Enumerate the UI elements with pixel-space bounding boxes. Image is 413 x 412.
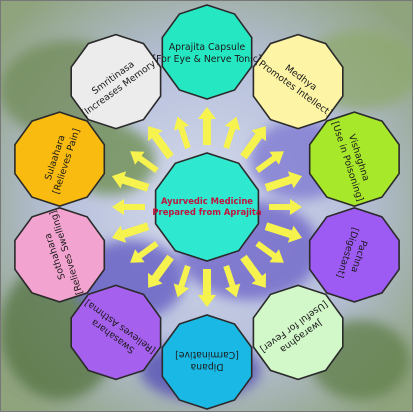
node-decagon-3 [308, 207, 400, 303]
node-decagon-5 [161, 314, 253, 410]
arrow-minor-9 [173, 116, 191, 149]
node-0: Aprajita Capsule[For Eye & Nerve Tonic] [152, 4, 262, 100]
center-node: Ayurvedic Medicine Prepared from Aprajit… [152, 152, 262, 262]
node-decagon-7 [14, 207, 106, 303]
nodes-group: Aprajita Capsule[For Eye & Nerve Tonic]M… [14, 4, 400, 410]
center-subtitle: Prepared from Aprajita [152, 207, 261, 217]
arrow-1 [240, 126, 266, 160]
node-1: Medhya[Promotes Intellect] [252, 33, 344, 130]
node-9: Smritinasa[Increases Memory] [70, 33, 162, 130]
node-title-5: Dipana [191, 361, 224, 372]
arrow-7 [111, 222, 150, 243]
node-2: Vishaghna[Use in Poisoning] [308, 111, 400, 207]
node-decagon-4 [252, 284, 344, 381]
node-subtitle-5: [Carminative] [175, 349, 239, 360]
arrow-9 [148, 126, 174, 160]
arrow-0 [198, 107, 216, 145]
node-title-0: Aprajita Capsule [169, 42, 246, 53]
node-subtitle-0: [For Eye & Nerve Tonic] [152, 54, 261, 65]
node-decagon-8 [14, 111, 106, 207]
arrow-3 [264, 222, 303, 243]
arrow-minor-1 [255, 151, 284, 173]
node-decagon-2 [308, 111, 400, 207]
node-decagon-6 [70, 284, 162, 381]
node-3: Pachna[Digestant] [308, 207, 400, 303]
arrow-minor-6 [130, 241, 159, 263]
arrows-group [111, 107, 303, 307]
arrow-minor-0 [223, 116, 241, 149]
arrow-6 [148, 254, 174, 288]
arrow-minor-4 [223, 265, 241, 298]
arrow-2 [264, 171, 303, 192]
node-4: Jwaraghna[Useful for Fever] [252, 284, 344, 381]
arrow-8 [111, 171, 150, 192]
node-decagon-9 [70, 33, 162, 130]
node-decagon-1 [252, 33, 344, 130]
center-decagon [154, 152, 260, 262]
node-7: Sothahara[Relieves Swelling] [14, 207, 106, 303]
arrow-4 [240, 254, 266, 288]
arrow-minor-2 [269, 199, 302, 215]
node-decagon-0 [161, 4, 253, 100]
arrow-minor-5 [173, 265, 191, 298]
arrow-5 [198, 269, 216, 307]
node-6: Swasahara[Relieves Asthma] [70, 284, 162, 381]
arrow-minor-7 [112, 199, 145, 215]
node-8: Sulaahara[Relieves Pain] [14, 111, 106, 207]
arrow-minor-3 [255, 241, 284, 263]
arrow-minor-8 [130, 151, 159, 173]
center-title: Ayurvedic Medicine [161, 196, 253, 206]
node-5: Dipana[Carminative] [161, 314, 253, 410]
